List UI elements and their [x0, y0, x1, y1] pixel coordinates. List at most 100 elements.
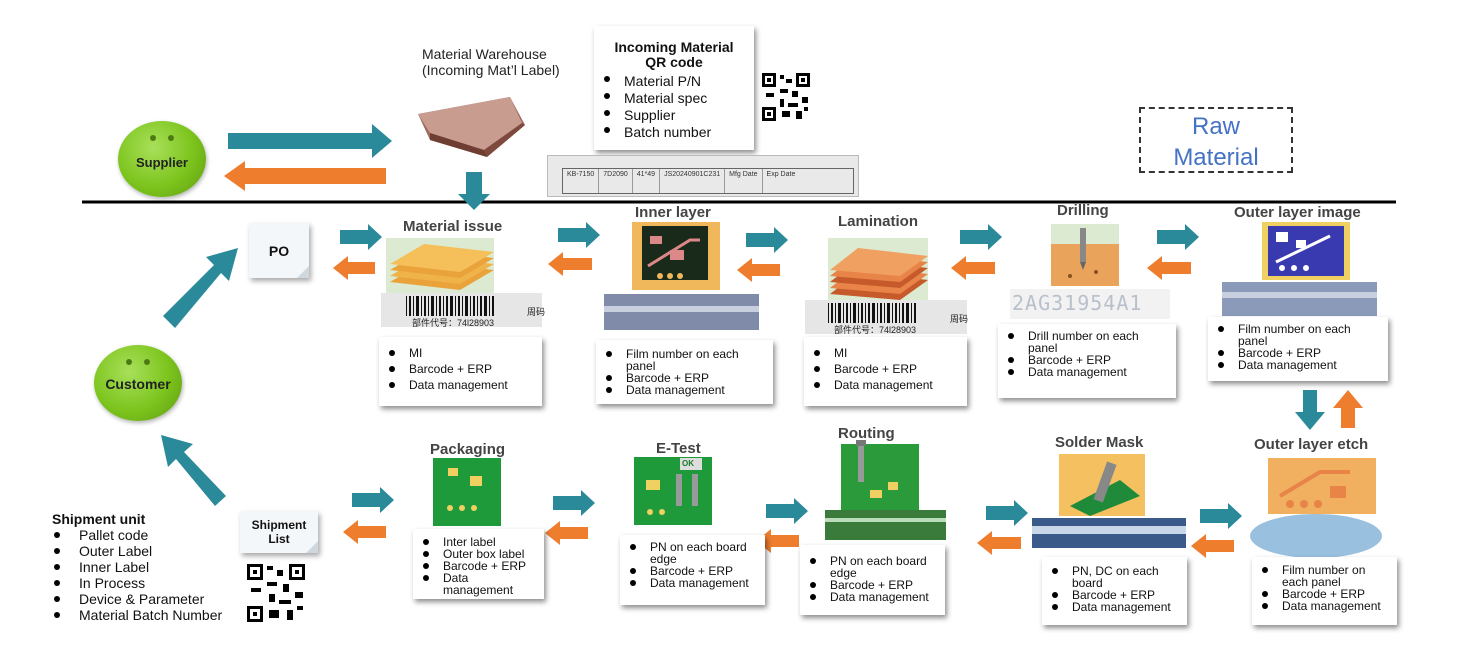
info-item: PN, DC on each board — [1050, 565, 1179, 589]
info-lamination: MI Barcode + ERP Data management — [804, 337, 967, 406]
info-item: Film number on each panel — [1260, 564, 1389, 588]
arrow-left — [548, 252, 592, 276]
info-item: PN on each board edge — [628, 541, 757, 565]
barcode-caption-b: 74l28903 — [879, 325, 917, 335]
po-label: PO — [268, 242, 290, 259]
drill-code-strip — [1010, 289, 1170, 319]
info-item: Data management — [1260, 600, 1389, 612]
title-outer-layer-etch: Outer layer etch — [1254, 436, 1369, 453]
info-item: Film number on each panel — [1216, 323, 1380, 347]
arrow-left — [1147, 256, 1191, 280]
raw-material-line1: Raw — [1191, 113, 1240, 140]
arrow-up — [1333, 390, 1363, 428]
barcode-image — [805, 300, 967, 334]
arrow-diagonal-up — [163, 248, 238, 328]
arrow-right — [986, 500, 1028, 526]
title-solder-mask: Solder Mask — [1055, 434, 1144, 451]
arrow-left — [737, 258, 780, 282]
info-item: Data management — [604, 384, 765, 396]
title-routing: Routing — [838, 425, 895, 442]
info-material-issue: MI Barcode + ERP Data management — [379, 337, 542, 406]
arrow-left — [343, 520, 386, 544]
info-item: Barcode + ERP — [1006, 354, 1168, 366]
info-item: Data management — [812, 379, 959, 391]
title-lamination: Lamination — [838, 213, 919, 230]
drilling-image — [1051, 224, 1119, 286]
info-item: Film number on each panel — [604, 348, 765, 372]
info-item: Outer box label — [421, 548, 536, 560]
info-item: Data management — [808, 591, 937, 603]
customer-node: Customer — [94, 345, 182, 421]
info-item: Barcode + ERP — [808, 579, 937, 591]
customer-label: Customer — [105, 376, 171, 392]
info-routing: PN on each board edge Barcode + ERP Data… — [800, 545, 945, 615]
info-packaging: Inter label Outer box label Barcode + ER… — [413, 529, 544, 599]
etch-panel-photo — [1250, 514, 1382, 558]
outer-etch-image — [1268, 458, 1376, 514]
title-drilling: Drilling — [1057, 202, 1109, 219]
barcode-caption-c: 周码 — [950, 314, 969, 324]
arrow-right — [340, 224, 382, 250]
info-item: MI — [812, 347, 959, 359]
info-item: Barcode + ERP — [1260, 588, 1389, 600]
packaging-image — [433, 458, 501, 526]
qr-item: Material P/N — [602, 73, 746, 89]
arrow-diagonal-up — [161, 435, 226, 506]
shipment-unit-title: Shipment unit — [52, 511, 146, 527]
film-label-strip — [1222, 282, 1377, 316]
barcode-caption: 部件代号：74l28903 — [412, 316, 494, 329]
shipment-unit: Shipment unit Pallet code Outer Label In… — [52, 511, 252, 623]
supplier-label: Supplier — [135, 155, 188, 170]
shipment-list-line1: Shipment — [251, 518, 307, 532]
arrow-right — [228, 124, 392, 158]
arrow-right — [746, 227, 788, 253]
info-item: Barcode + ERP — [604, 372, 765, 384]
solder-mask-image — [1059, 454, 1145, 516]
info-item: Inter label — [421, 536, 536, 548]
shipment-unit-item: In Process — [52, 575, 252, 591]
qr-item: Material spec — [602, 90, 746, 106]
info-inner-layer: Film number on each panel Barcode + ERP … — [596, 340, 773, 404]
title-material-issue: Material issue — [403, 218, 503, 235]
info-e-test: PN on each board edge Barcode + ERP Data… — [620, 535, 765, 605]
arrow-right — [553, 490, 595, 516]
label-cell: 7D2090 — [599, 169, 633, 193]
po-note: PO — [249, 223, 309, 278]
shipment-list-line2: List — [268, 532, 290, 546]
arrow-left — [333, 256, 375, 280]
qr-card-title-line1: Incoming Material — [614, 39, 734, 55]
info-item: Data management — [1216, 359, 1380, 371]
info-item: MI — [387, 347, 534, 359]
barcode-caption-c: 周码 — [527, 307, 546, 317]
info-item: PN on each board edge — [808, 555, 937, 579]
incoming-material-label: KB-7150 7D2090 41*49 JS20240901C231 Mfg … — [547, 155, 859, 197]
barcode-caption-b: 74l28903 — [457, 318, 495, 328]
title-outer-layer-image: Outer layer image — [1234, 204, 1361, 221]
arrow-right — [352, 487, 394, 513]
raw-material-box: Raw Material — [1139, 107, 1293, 173]
warehouse-title-line2: (Incoming Mat’l Label) — [422, 62, 560, 78]
barcode-image — [381, 293, 542, 327]
title-e-test: E-Test — [656, 440, 701, 457]
info-item: Data management — [387, 379, 534, 391]
arrow-right — [960, 224, 1002, 250]
label-cell: Exp Date — [766, 171, 796, 178]
arrow-left — [545, 521, 588, 545]
shipment-unit-item: Device & Parameter — [52, 591, 252, 607]
arrow-down — [458, 172, 490, 210]
qr-code-icon — [762, 73, 810, 121]
qr-item: Supplier — [602, 107, 746, 123]
barcode-caption-a: 部件代号： — [412, 318, 458, 328]
label-cell: KB-7150 — [563, 169, 600, 193]
etest-image — [634, 457, 712, 525]
arrow-right — [766, 498, 808, 524]
info-item: Barcode + ERP — [628, 565, 757, 577]
warehouse-title: Material Warehouse (Incoming Mat’l Label… — [422, 46, 560, 78]
info-item: Data management — [1006, 366, 1168, 378]
barcode-caption-a: 部件代号： — [834, 325, 880, 335]
qr-item: Batch number — [602, 124, 746, 140]
